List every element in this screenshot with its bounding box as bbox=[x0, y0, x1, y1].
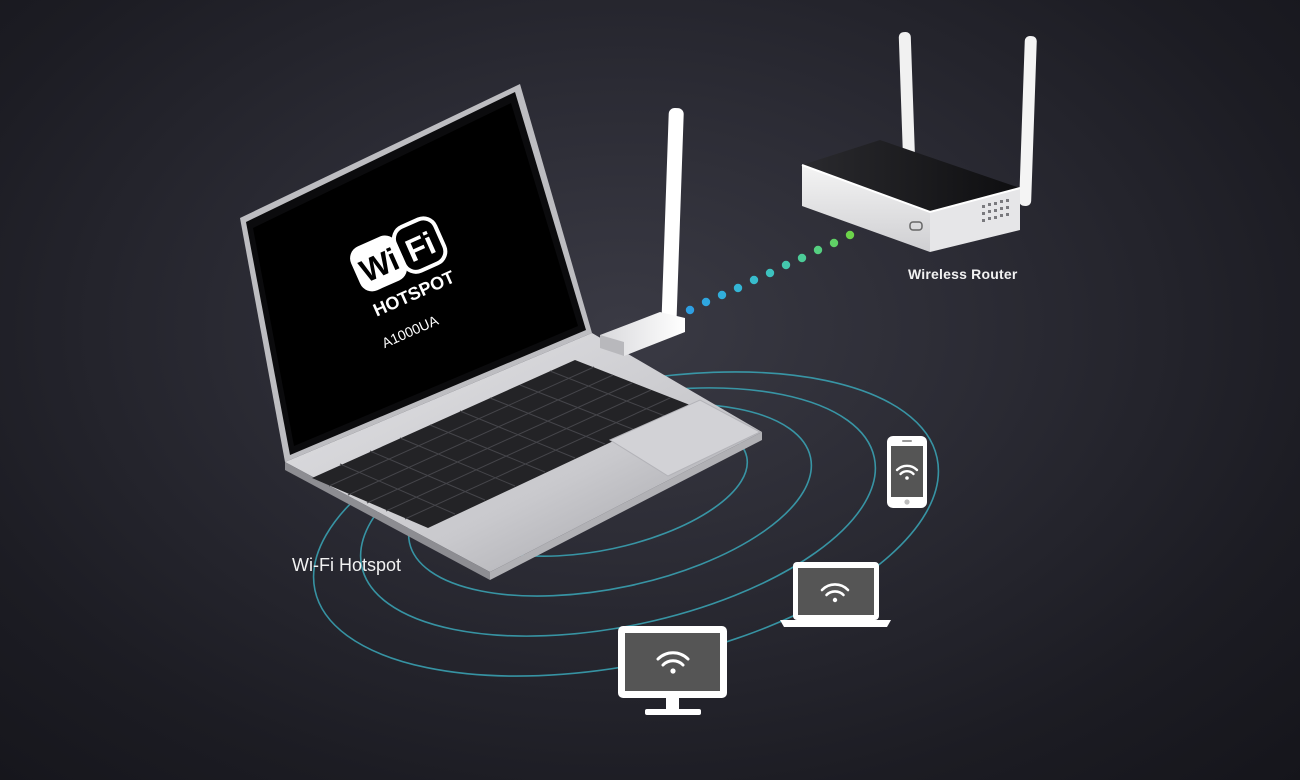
monitor-client bbox=[618, 626, 727, 715]
laptop-screen bbox=[253, 103, 578, 446]
router-antenna-right bbox=[1019, 36, 1037, 206]
smartphone-client bbox=[887, 436, 927, 508]
hotspot-label: Wi-Fi Hotspot bbox=[292, 555, 402, 575]
adapter-antenna bbox=[661, 108, 684, 331]
laptop-client bbox=[780, 562, 891, 627]
link-dots bbox=[685, 230, 855, 315]
trackpad bbox=[608, 399, 762, 477]
usb-wifi-adapter bbox=[600, 108, 685, 356]
wifi-icon bbox=[895, 464, 919, 480]
keyboard bbox=[312, 360, 690, 528]
wireless-router bbox=[801, 32, 1037, 252]
wifi-icon bbox=[656, 651, 690, 674]
wifi-icon bbox=[820, 583, 850, 603]
router-antenna-left bbox=[898, 32, 916, 172]
router-label: Wireless Router bbox=[908, 266, 1018, 282]
